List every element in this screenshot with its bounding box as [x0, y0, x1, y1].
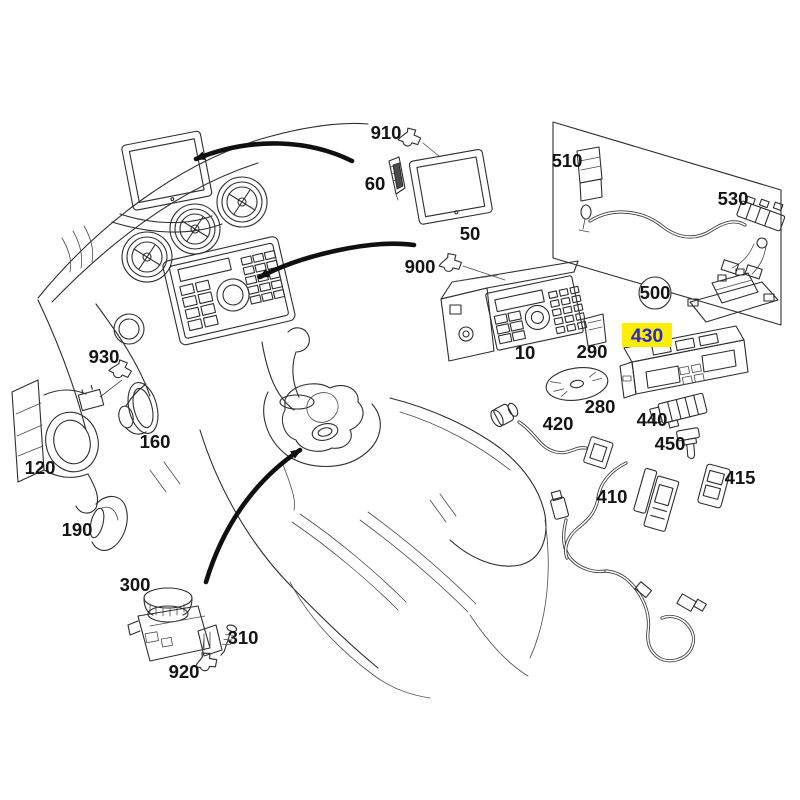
part-300-rotary-switch — [127, 587, 223, 662]
part-label-410: 410 — [597, 486, 628, 507]
part-label-290: 290 — [577, 341, 608, 362]
part-label-10: 10 — [515, 342, 536, 363]
part-label-440: 440 — [637, 409, 668, 430]
part-910-clip — [396, 126, 441, 158]
part-190-duct-elbow — [89, 496, 128, 551]
part-label-500: 500 — [640, 282, 671, 303]
part-label-420: 420 — [543, 413, 574, 434]
install-arrow-rotary-switch — [203, 447, 303, 585]
part-290-card — [583, 313, 607, 347]
part-410-harness — [550, 461, 707, 663]
part-120-vent-housing — [11, 379, 105, 514]
part-label-430: 430 — [631, 325, 664, 347]
console-sketch — [199, 383, 549, 699]
part-500-assembly-box — [552, 121, 786, 326]
part-500-circle — [638, 276, 672, 310]
part-420-cable — [490, 402, 614, 470]
part-160-duct — [118, 381, 159, 435]
part-310-screw — [220, 624, 238, 656]
part-label-60: 60 — [365, 173, 386, 194]
part-labels: 910 60 50 900 510 530 500 10 290 430 280… — [25, 122, 756, 682]
part-label-430-highlight: 430 — [622, 323, 672, 347]
highlight-rect — [622, 323, 672, 347]
part-label-280: 280 — [585, 396, 616, 417]
part-label-910: 910 — [371, 122, 402, 143]
part-label-120: 120 — [25, 457, 56, 478]
assembly-500-base-module — [687, 268, 779, 323]
part-label-510: 510 — [552, 150, 583, 171]
part-label-900: 900 — [405, 256, 436, 277]
part-10-head-unit — [440, 260, 588, 362]
dash-center-stack — [162, 236, 296, 346]
dash-display — [121, 130, 213, 211]
part-430-control-panel — [619, 325, 749, 399]
part-510-switch — [576, 146, 603, 233]
install-arrow-head-unit — [257, 241, 417, 280]
part-label-50: 50 — [460, 223, 481, 244]
part-450-fastener — [676, 427, 700, 460]
part-530-module — [720, 195, 786, 280]
part-label-530: 530 — [718, 188, 749, 209]
part-label-415: 415 — [725, 467, 756, 488]
part-930-clip — [99, 357, 134, 398]
install-arrow-display — [193, 141, 355, 164]
part-900-clip — [438, 252, 506, 281]
part-415-bracket — [697, 463, 731, 509]
part-440-connector — [649, 392, 708, 429]
part-label-450: 450 — [655, 433, 686, 454]
dashboard-sketch — [37, 122, 369, 493]
part-60-bracket — [388, 156, 406, 201]
part-label-920: 920 — [169, 661, 200, 682]
part-50-display — [408, 148, 493, 225]
part-label-300: 300 — [120, 574, 151, 595]
part-label-190: 190 — [62, 519, 93, 540]
part-label-160: 160 — [140, 431, 171, 452]
part-280-cd-disc — [545, 367, 609, 401]
part-label-310: 310 — [228, 627, 259, 648]
part-label-930: 930 — [89, 346, 120, 367]
